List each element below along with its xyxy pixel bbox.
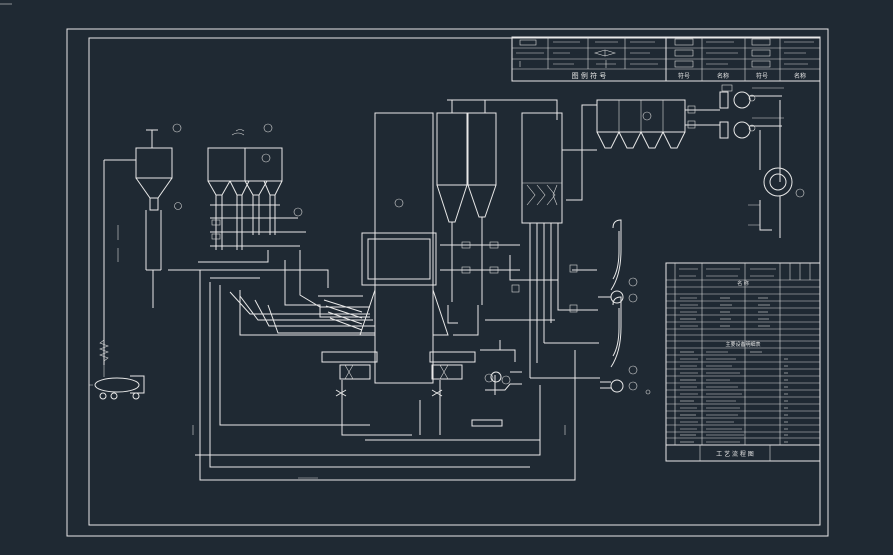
feed-pipes <box>168 250 576 481</box>
draft-fans <box>719 84 784 182</box>
outer-frame <box>66 28 829 537</box>
heat-exchanger <box>509 104 600 379</box>
inner-frame <box>88 37 821 526</box>
stack-fan <box>748 167 805 238</box>
ash-silo <box>99 123 182 365</box>
legend-footer-2: 名称 <box>717 72 729 80</box>
equipment-table-subtitle: 名 称 <box>737 280 749 287</box>
legend-footer-3: 符号 <box>756 72 768 80</box>
legend-title: 图 例 符 号 <box>572 71 607 80</box>
equipment-table: 主要设备明细表 名 称 工 艺 流 程 图 <box>665 262 821 462</box>
feed-pump <box>471 340 522 427</box>
pump-units <box>598 219 651 395</box>
equipment-table-footer: 工 艺 流 程 图 <box>716 450 754 458</box>
tanker-truck <box>89 365 145 400</box>
twin-hoppers <box>207 123 306 250</box>
legend-footer-1: 符号 <box>678 72 690 80</box>
return-lines <box>195 385 541 456</box>
equipment-table-title: 主要设备明细表 <box>725 341 760 348</box>
legend-table: 图 例 符 号 符号 名称 符号 名称 <box>511 36 821 82</box>
cyclones <box>436 99 558 336</box>
annotation-strokes <box>117 225 566 479</box>
bag-filter <box>596 99 720 149</box>
furnace <box>321 112 476 436</box>
legend-footer-4: 名称 <box>794 72 806 80</box>
